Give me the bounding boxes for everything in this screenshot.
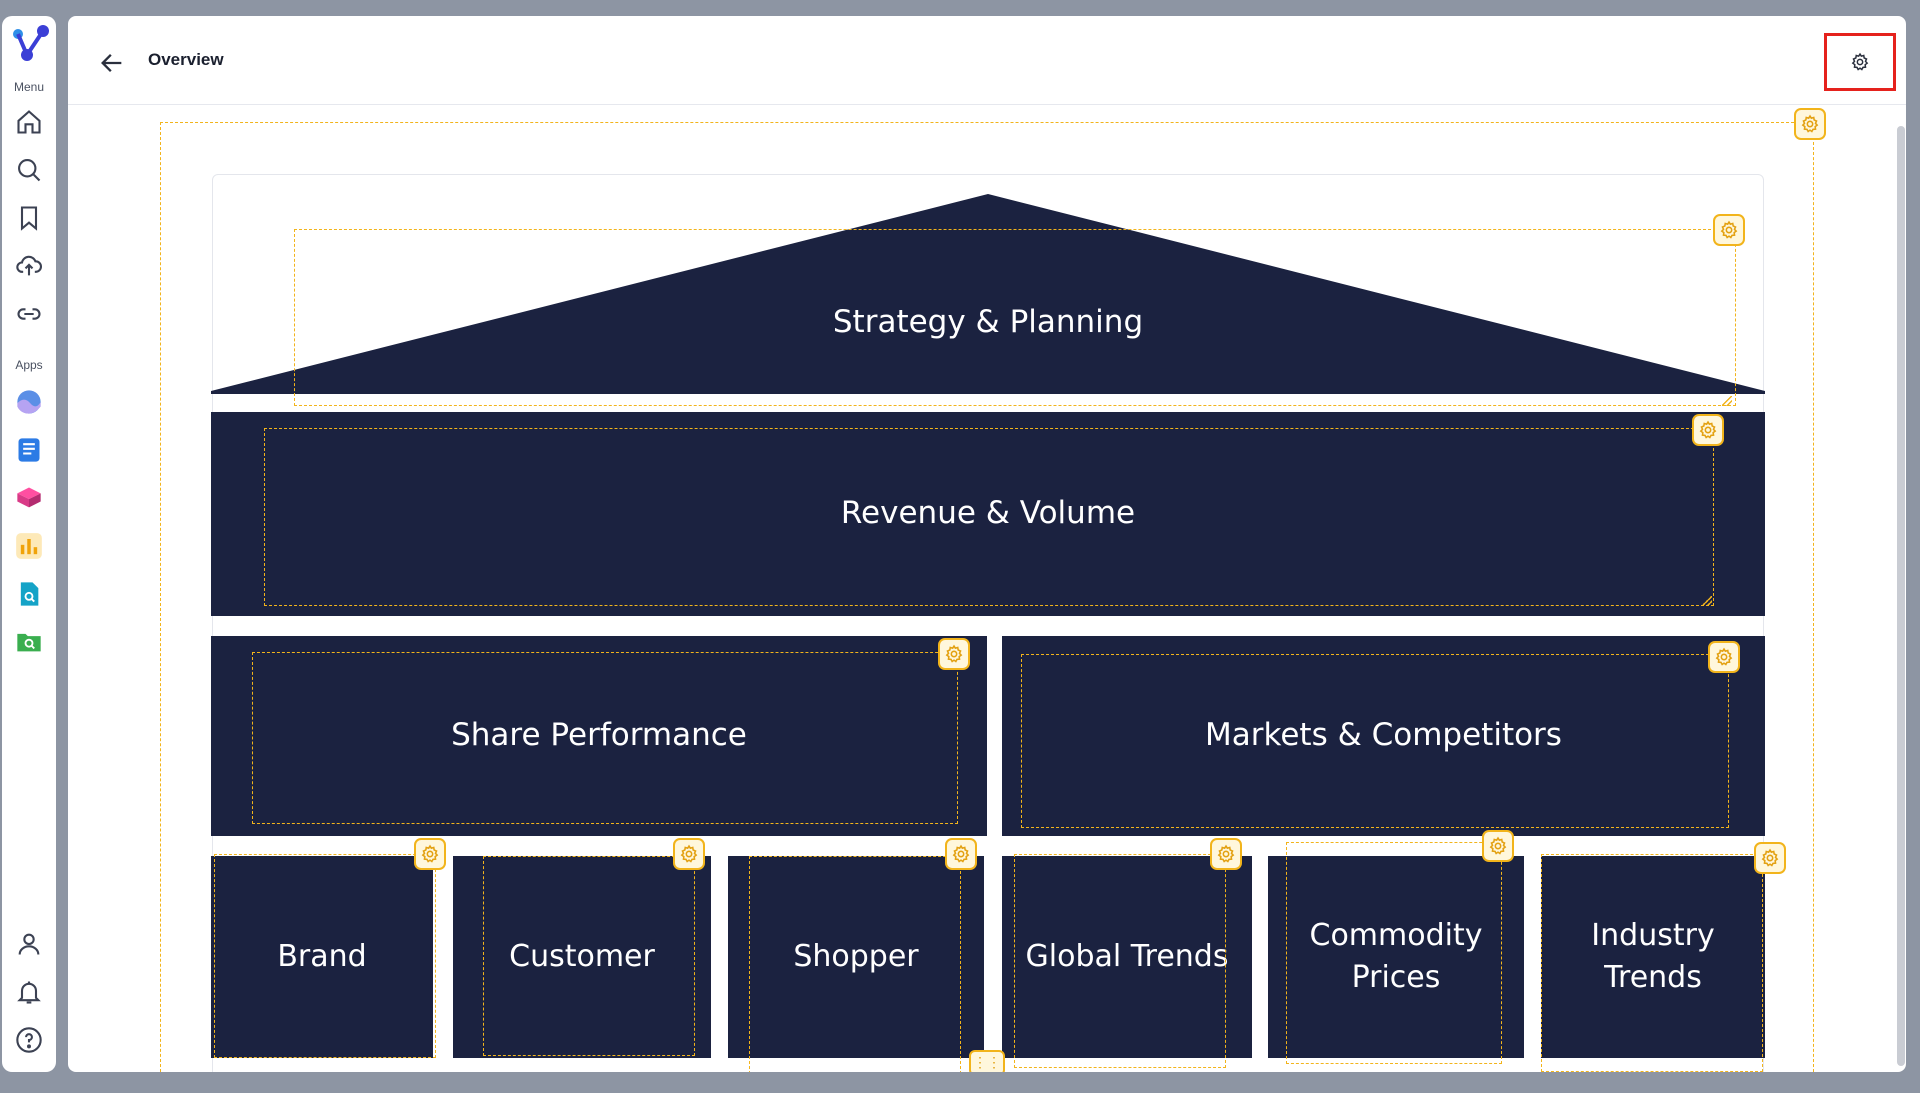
house-frame — [212, 174, 1764, 1072]
pillar-commodity-prices[interactable]: Commodity Prices — [1268, 856, 1524, 1058]
gear-icon — [945, 644, 963, 663]
pillar-label: Commodity Prices — [1309, 918, 1483, 995]
roof-settings-button[interactable] — [1713, 214, 1745, 246]
pillar-label: Shopper — [793, 939, 919, 974]
outer-container-settings-button[interactable] — [1794, 108, 1826, 140]
gear-icon — [952, 844, 970, 863]
page-settings-button[interactable] — [1824, 33, 1896, 91]
markets-competitors-label: Markets & Competitors — [1205, 717, 1562, 754]
help-icon[interactable] — [15, 1026, 43, 1054]
pillar-global-trends-settings-button[interactable] — [1210, 838, 1242, 870]
dashboard-canvas: Strategy & Planning Revenue & Volume Sha… — [68, 16, 1906, 1072]
gear-icon — [1851, 52, 1869, 71]
cube-app-icon[interactable] — [15, 484, 43, 512]
scrollbar-thumb[interactable] — [1897, 126, 1905, 1066]
pillar-label: Brand — [277, 939, 367, 974]
pillar-commodity-prices-settings-button[interactable] — [1482, 830, 1514, 862]
main-panel: Overview Strategy & Planning Revenue & V… — [68, 16, 1906, 1072]
pillar-label: Customer — [509, 939, 655, 974]
revenue-volume-block[interactable]: Revenue & Volume — [211, 412, 1765, 616]
pillar-customer-settings-button[interactable] — [673, 838, 705, 870]
resize-handle[interactable] — [1722, 396, 1732, 406]
pillar-shopper[interactable]: Shopper — [728, 856, 984, 1058]
pillar-brand[interactable]: Brand — [211, 856, 433, 1058]
roof-label: Strategy & Planning — [832, 304, 1144, 340]
revenue-volume-settings-button[interactable] — [1692, 414, 1724, 446]
revenue-volume-label: Revenue & Volume — [840, 495, 1136, 532]
upload-cloud-icon[interactable] — [15, 252, 43, 280]
gear-icon — [1761, 848, 1779, 867]
roof-shape[interactable] — [211, 194, 1765, 394]
gear-icon — [1699, 420, 1717, 439]
share-performance-label: Share Performance — [451, 717, 747, 754]
share-performance-settings-button[interactable] — [938, 638, 970, 670]
markets-competitors-block[interactable]: Markets & Competitors — [1002, 636, 1765, 836]
home-icon[interactable] — [15, 108, 43, 136]
user-icon[interactable] — [15, 930, 43, 958]
document-app-icon[interactable] — [15, 436, 43, 464]
pillar-industry-trends[interactable]: Industry Trends — [1541, 856, 1765, 1058]
pillar-shopper-settings-button[interactable] — [945, 838, 977, 870]
search-icon[interactable] — [15, 156, 43, 184]
pillar-global-trends[interactable]: Global Trends — [1002, 856, 1252, 1058]
menu-section-label: Menu — [13, 80, 45, 94]
gear-icon — [1801, 114, 1819, 133]
pillar-brand-settings-button[interactable] — [414, 838, 446, 870]
gear-icon — [1715, 647, 1733, 666]
bookmark-icon[interactable] — [15, 204, 43, 232]
search-doc-app-icon[interactable] — [15, 580, 43, 608]
chart-app-icon[interactable] — [15, 532, 43, 560]
apps-section-label: Apps — [15, 358, 43, 372]
resize-handle[interactable] — [1702, 596, 1712, 606]
pillar-label: Global Trends — [1025, 939, 1229, 974]
pillar-customer[interactable]: Customer — [453, 856, 711, 1058]
app-sidebar: Menu Apps — [2, 16, 56, 1072]
gear-icon — [1217, 844, 1235, 863]
top-bar: Overview — [68, 16, 1906, 105]
page-title: Overview — [148, 50, 224, 69]
wave-app-icon[interactable] — [15, 388, 43, 416]
drag-handle-icon[interactable]: ⋮⋮ — [969, 1050, 1005, 1072]
link-icon[interactable] — [15, 300, 43, 328]
gear-icon — [1489, 836, 1507, 855]
bell-icon[interactable] — [15, 978, 43, 1006]
gear-icon — [680, 844, 698, 863]
arrow-left-icon[interactable] — [98, 49, 126, 77]
pillar-industry-trends-settings-button[interactable] — [1754, 842, 1786, 874]
share-performance-block[interactable]: Share Performance — [211, 636, 987, 836]
logo-icon[interactable] — [9, 22, 51, 64]
folder-search-app-icon[interactable] — [15, 628, 43, 656]
pillar-label: Industry Trends — [1591, 918, 1715, 995]
markets-competitors-settings-button[interactable] — [1708, 641, 1740, 673]
gear-icon — [1720, 220, 1738, 239]
gear-icon — [421, 844, 439, 863]
